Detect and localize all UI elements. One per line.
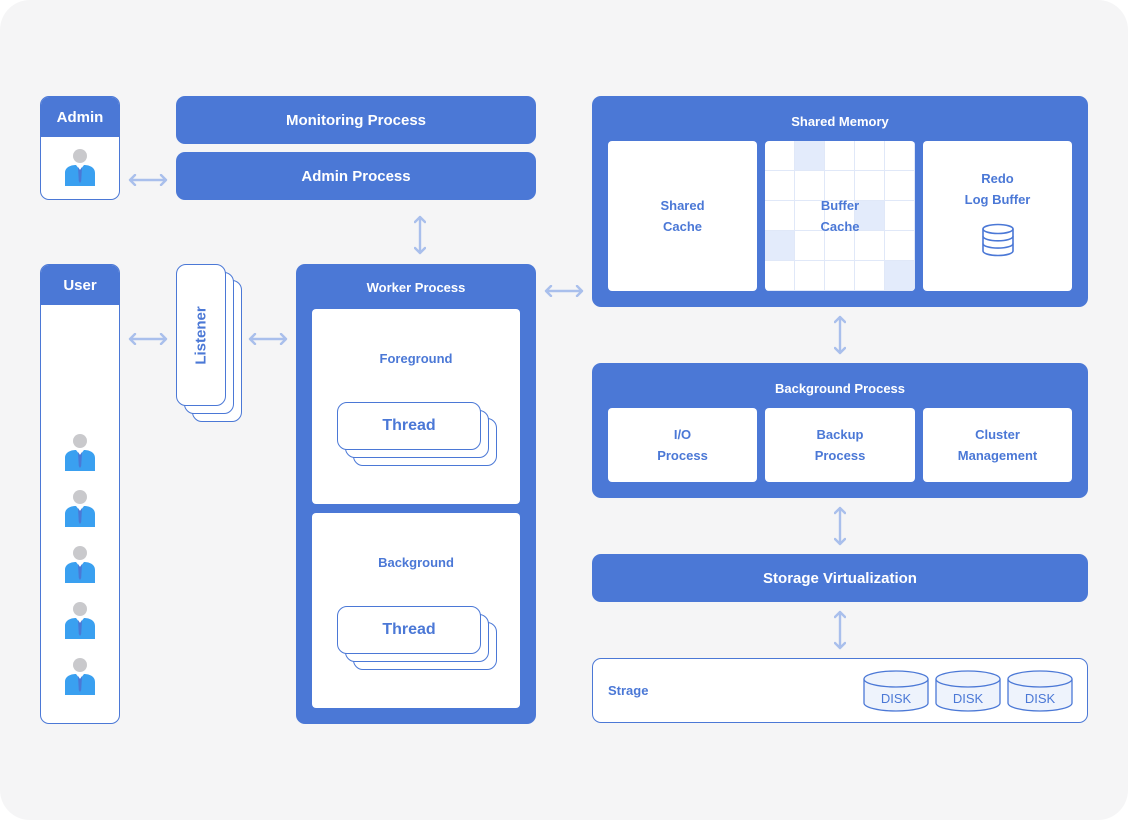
worker-process-title: Worker Process (366, 280, 466, 295)
double-arrow-icon (544, 285, 584, 297)
redo-line2: Log Buffer (964, 192, 1031, 207)
user-person-icon (64, 601, 96, 646)
database-icon (982, 223, 1014, 257)
double-arrow-icon (414, 215, 426, 255)
disk-icon: DISK (863, 670, 929, 712)
disk-label: DISK (880, 690, 912, 706)
background-panel: Background Thread (312, 513, 520, 708)
double-arrow-icon (128, 174, 168, 186)
shared-cache-line1: Shared (660, 198, 705, 213)
admin-process: Admin Process (176, 152, 536, 200)
fg-thread-label: Thread (382, 417, 436, 434)
bg-thread-box: Thread (337, 606, 481, 654)
background-title: Background (378, 555, 454, 570)
shared-memory-title: Shared Memory (791, 114, 889, 129)
user-person-icon (64, 545, 96, 590)
buffer-cache-line2: Cache (820, 219, 860, 234)
io-process: I/O Process (608, 408, 757, 482)
listener-box: Listener (176, 264, 226, 406)
admin-person-icon (64, 148, 96, 193)
cluster-management: Cluster Management (923, 408, 1072, 482)
background-process-title: Background Process (774, 381, 906, 396)
listener-label: Listener (192, 305, 210, 365)
background-process: Background Process I/O Process Backup Pr… (592, 363, 1088, 498)
io-line1: I/O (673, 427, 692, 442)
storage-panel: Strage (592, 658, 1088, 723)
user-person-icon (64, 433, 96, 478)
double-arrow-icon (834, 315, 846, 355)
shared-memory: Shared Memory Shared Cache Buffer Cache … (592, 96, 1088, 307)
double-arrow-icon (248, 333, 288, 345)
cluster-line2: Management (957, 448, 1038, 463)
buffer-cache: Buffer Cache (765, 141, 915, 291)
double-arrow-icon (128, 333, 168, 345)
backup-process: Backup Process (765, 408, 915, 482)
double-arrow-icon (834, 506, 846, 546)
buffer-cache-line1: Buffer (820, 198, 860, 213)
user-panel: User (40, 264, 120, 724)
user-person-icon (64, 489, 96, 534)
storage-virtualization: Storage Virtualization (592, 554, 1088, 602)
backup-line1: Backup (816, 427, 864, 442)
disk-label: DISK (1024, 690, 1056, 706)
redo-log-buffer: Redo Log Buffer (923, 141, 1072, 291)
worker-process: Worker Process Foreground Thread Backgro… (296, 264, 536, 724)
io-line2: Process (657, 448, 708, 463)
shared-cache: Shared Cache (608, 141, 757, 291)
buffer-cache-grid (765, 141, 915, 291)
disk-label: DISK (952, 690, 984, 706)
foreground-panel: Foreground Thread (312, 309, 520, 504)
user-person-icon (64, 657, 96, 702)
double-arrow-icon (834, 610, 846, 650)
disk-icon: DISK (1007, 670, 1073, 712)
foreground-title: Foreground (379, 351, 453, 366)
monitoring-process: Monitoring Process (176, 96, 536, 144)
fg-thread-box: Thread (337, 402, 481, 450)
bg-thread-label: Thread (382, 621, 436, 638)
backup-line2: Process (814, 448, 866, 463)
redo-line1: Redo (981, 171, 1014, 186)
admin-header: Admin (41, 97, 119, 137)
storage-title: Strage (608, 683, 649, 698)
shared-cache-line2: Cache (662, 219, 703, 234)
disk-icon: DISK (935, 670, 1001, 712)
user-header: User (41, 265, 119, 305)
buffer-cache-label: Buffer Cache (765, 141, 915, 291)
cluster-line1: Cluster (975, 427, 1020, 442)
